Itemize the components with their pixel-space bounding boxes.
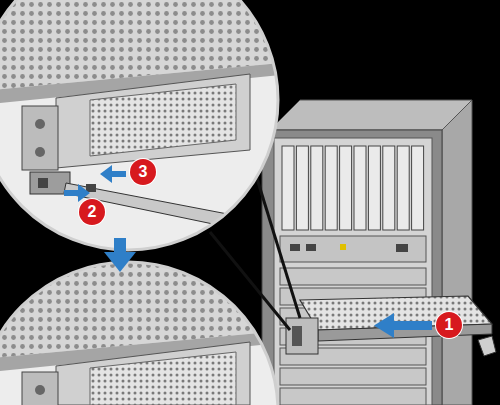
cabinet-top (270, 100, 472, 130)
fan-module (311, 146, 323, 230)
callout-number: 2 (79, 199, 105, 225)
fan-modules (282, 146, 424, 230)
insert-arrow (374, 313, 432, 338)
vent-panel (90, 84, 236, 156)
pull-arrow (100, 165, 126, 183)
detail-ground (0, 0, 290, 260)
detail-ring (0, 262, 278, 405)
slot (280, 268, 426, 285)
arrow-shaft (64, 190, 80, 196)
fan-module (412, 146, 424, 230)
card-connector (478, 336, 496, 356)
detail-view-top (0, 0, 290, 260)
fan-module (354, 146, 366, 230)
tool-tip (86, 184, 96, 192)
cabinet (262, 100, 472, 405)
fan-module (282, 146, 294, 230)
fan-module (383, 146, 395, 230)
indicator (340, 244, 346, 250)
card-panel (286, 318, 318, 354)
arrow-shaft (392, 321, 432, 330)
card-handle (292, 326, 302, 346)
detail-ring (0, 0, 278, 250)
mounting-ear (22, 372, 58, 405)
detail-view-bottom (0, 255, 290, 405)
board-card (286, 296, 496, 356)
screw (35, 385, 45, 395)
screw (35, 119, 45, 129)
arrow-head (100, 165, 112, 183)
port (396, 244, 408, 252)
front-panel (56, 74, 250, 168)
fan-module (296, 146, 308, 230)
detail-ground (0, 255, 290, 405)
arrow-shaft (114, 238, 126, 254)
vent-panel (90, 352, 236, 405)
fan-module (368, 146, 380, 230)
cabinet-frame (262, 130, 442, 405)
tool (64, 183, 290, 240)
cabinet-front (274, 138, 432, 405)
arrow-head (374, 313, 394, 338)
fan-module (397, 146, 409, 230)
step-arrow (104, 238, 136, 272)
control-board (280, 236, 426, 262)
cabinet-side (442, 100, 472, 405)
latch (38, 178, 48, 188)
callout-number: 3 (130, 159, 156, 185)
arrow-head (104, 252, 136, 272)
fan-module (340, 146, 352, 230)
arrow-shaft (110, 171, 126, 177)
port (290, 244, 300, 251)
callout-number: 1 (436, 312, 462, 338)
screw (35, 147, 45, 157)
port (306, 244, 316, 251)
slot (280, 388, 426, 405)
front-panel (56, 342, 250, 405)
fan-module (325, 146, 337, 230)
mounting-ear (22, 106, 58, 170)
slot (280, 368, 426, 385)
